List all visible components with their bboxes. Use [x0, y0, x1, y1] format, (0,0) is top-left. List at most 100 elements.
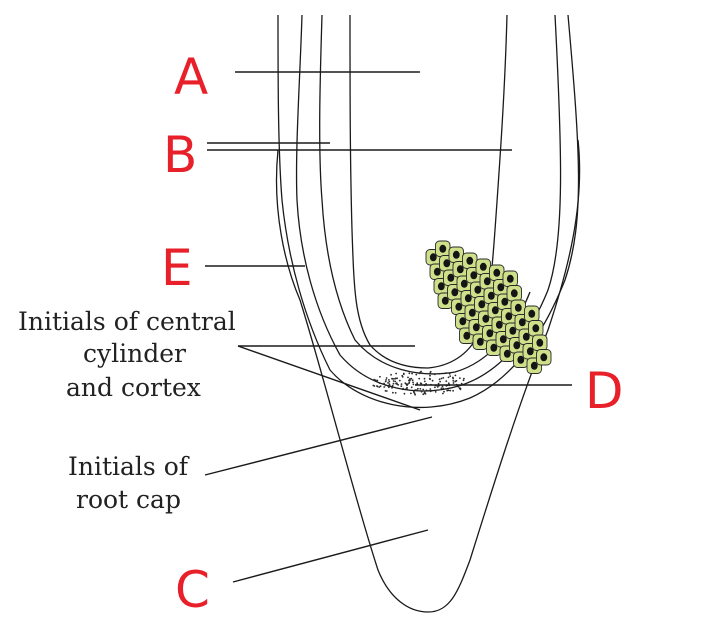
- cell-nucleus: [532, 324, 540, 333]
- stipple-dot: [445, 380, 448, 382]
- stipple-dot: [379, 375, 381, 378]
- cell-nucleus: [526, 347, 534, 356]
- stipple-dot: [392, 382, 395, 385]
- stipple-dot: [442, 377, 445, 379]
- stipple-dot: [463, 377, 465, 380]
- cell-nucleus: [483, 277, 491, 286]
- stipple-dot: [423, 377, 426, 380]
- stipple-dot: [433, 373, 436, 376]
- stipple-dot: [410, 392, 412, 395]
- stipple-dot: [436, 386, 439, 388]
- cell-nucleus: [513, 341, 521, 350]
- stipple-dot: [434, 386, 436, 389]
- cell-nucleus: [459, 317, 467, 326]
- stipple-dot: [428, 377, 431, 380]
- stipple-dot: [429, 374, 431, 377]
- cell-nucleus: [468, 308, 476, 317]
- stipple-dot: [419, 388, 422, 390]
- stipple-dot: [415, 389, 418, 391]
- cell-nucleus: [517, 355, 525, 364]
- stipple-dot: [420, 370, 422, 373]
- stipple-dot: [385, 377, 388, 379]
- stipple-dot: [391, 387, 393, 389]
- stipple-dot: [448, 372, 451, 375]
- stipple-dot: [413, 391, 415, 393]
- stipple-dot: [401, 388, 404, 391]
- stipple-dot: [383, 382, 385, 385]
- stipple-dot: [420, 390, 423, 393]
- stipple-dot: [442, 387, 445, 390]
- label-a: A: [174, 48, 208, 106]
- stipple-dot: [429, 370, 432, 373]
- stipple-dot: [423, 380, 426, 383]
- leader-line-central-2: [237, 345, 421, 411]
- cell-nucleus: [464, 294, 472, 303]
- stipple-dot: [402, 372, 405, 375]
- stipple-dot: [429, 390, 432, 393]
- cell-nucleus: [451, 288, 459, 297]
- stipple-dot: [429, 372, 431, 375]
- cell-nucleus: [505, 312, 513, 321]
- stipple-dot: [420, 382, 423, 385]
- cell-nucleus: [506, 274, 514, 283]
- cell-nucleus: [536, 338, 544, 347]
- stipple-dot: [395, 372, 397, 375]
- stipple-dot: [460, 382, 463, 385]
- stipple-dot: [446, 389, 449, 392]
- stipple-dot: [400, 383, 403, 385]
- root-cap-initials-line-2: root cap: [76, 485, 181, 514]
- stipple-dot: [442, 392, 444, 395]
- stipple-dot: [408, 378, 411, 380]
- stipple-dot: [394, 392, 397, 394]
- stipple-dot: [447, 376, 450, 379]
- stipple-dot: [459, 387, 461, 390]
- stipple-dot: [372, 384, 375, 387]
- stipple-dot: [441, 385, 444, 388]
- stipple-dot: [411, 379, 414, 382]
- stipple-dot: [390, 373, 392, 376]
- stipple-dot: [408, 372, 411, 375]
- stipple-dot: [404, 382, 407, 385]
- stipple-dot: [412, 381, 414, 384]
- stipple-dot: [425, 389, 428, 392]
- cell-cluster: [425, 240, 552, 374]
- stipple-dot: [415, 373, 418, 376]
- cell-nucleus: [456, 265, 464, 274]
- label-d: D: [585, 362, 624, 420]
- stipple-dot: [429, 388, 432, 390]
- cell-nucleus: [501, 297, 509, 306]
- stipple-dot: [445, 372, 447, 374]
- stipple-dot: [434, 391, 437, 393]
- stipple-dot: [407, 376, 409, 379]
- stipple-dot: [418, 377, 421, 380]
- stipple-dot: [416, 382, 419, 385]
- cell-nucleus: [437, 282, 445, 291]
- stipple-dot: [414, 389, 417, 391]
- stipple-dot: [414, 393, 416, 396]
- stipple-dot: [400, 385, 403, 388]
- cell-nucleus: [528, 309, 536, 318]
- stipple-dot: [431, 379, 434, 382]
- cell-nucleus: [522, 332, 530, 341]
- stipple-dot: [376, 385, 379, 388]
- cell-nucleus: [466, 256, 474, 265]
- label-c: C: [175, 561, 210, 619]
- cell-nucleus: [503, 349, 511, 358]
- cell-nucleus: [441, 296, 449, 305]
- cell-nucleus: [470, 271, 478, 280]
- cell-nucleus: [472, 323, 480, 332]
- leader-line-rootcap: [204, 416, 433, 476]
- cell-nucleus: [530, 361, 538, 370]
- stipple-dot: [455, 379, 458, 382]
- stipple-dot: [384, 390, 387, 392]
- stipple-dot: [417, 387, 419, 390]
- stipple-dot: [449, 375, 452, 377]
- stipple-dot: [388, 383, 391, 385]
- cell-nucleus: [476, 337, 484, 346]
- stipple-dot: [422, 388, 425, 391]
- stipple-dot: [405, 388, 407, 390]
- stipple-dot: [437, 382, 440, 385]
- cell-nucleus: [487, 291, 495, 300]
- cell-nucleus: [455, 302, 463, 311]
